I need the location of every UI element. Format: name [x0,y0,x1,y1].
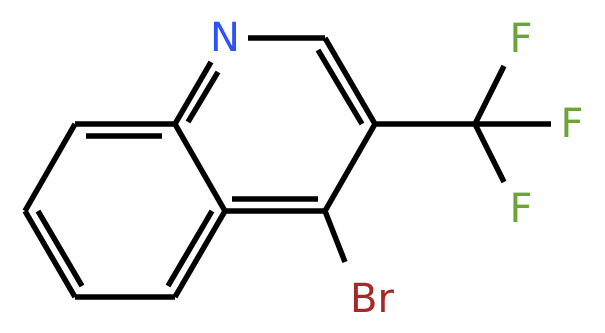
atom-f1: F [509,16,532,62]
bond-c3-c4 [322,122,378,213]
bond-c4-br [322,209,348,264]
bond-c8-c7 [22,122,78,213]
bond-layer [22,35,551,300]
bond-c7-c6-inner [35,209,85,288]
atom-br: Br [350,276,394,322]
bond-c2-c3 [322,36,378,126]
bond-c7-c6 [22,209,78,299]
atom-f3: F [509,186,532,232]
bond-c5-c4a [172,209,228,299]
atom-label-layer: N Br F F F [210,15,583,322]
atom-f2: F [560,101,583,147]
bond-c5-c4a-inner [165,209,215,288]
bond-cf3-f1 [472,64,507,126]
bond-c8a-n1-inner [185,70,221,124]
atom-n1: N [210,15,240,61]
bond-c8a-n1 [172,60,214,126]
bond-c2-c3-inner [315,48,365,126]
bond-cf3-f3 [472,122,507,184]
bond-c4a-c8a [172,122,228,213]
